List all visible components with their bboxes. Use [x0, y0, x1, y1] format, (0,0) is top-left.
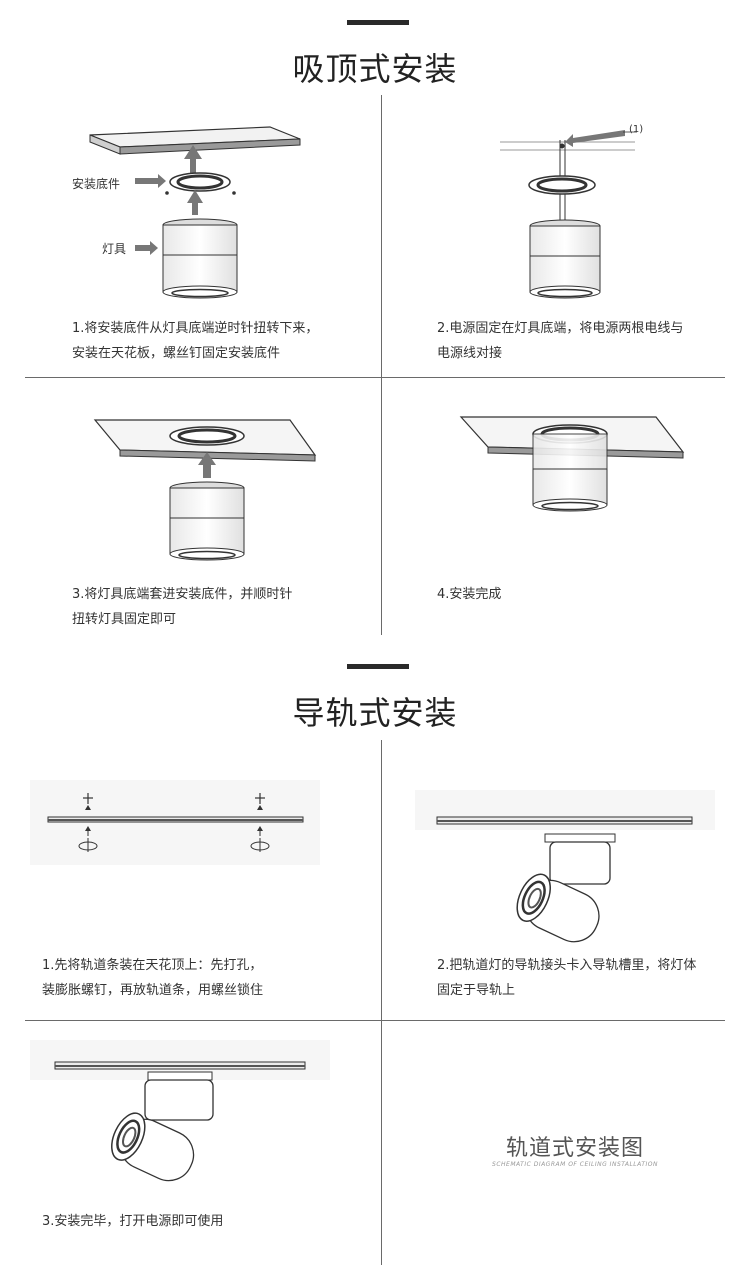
step-caption-line: 2.电源固定在灯具底端，将电源两根电线与: [437, 321, 684, 336]
track-mount-step1-illustration: [30, 780, 320, 865]
step-caption-line: 4.安装完成: [437, 587, 502, 602]
track-mount-step2-illustration: [415, 790, 715, 943]
ceiling-mount-step4-illustration: [459, 416, 685, 512]
step-caption-line: 扭转灯具固定即可: [72, 612, 177, 627]
section-title: 导轨式安装: [292, 694, 458, 732]
grid-divider-horizontal: [25, 1020, 725, 1021]
step-caption-line: 安装在天花板，螺丝钉固定安装底件: [72, 346, 281, 361]
step-caption-line: 固定于导轨上: [437, 983, 516, 998]
grid-divider-horizontal: [25, 377, 725, 378]
diagram-sublabel: SCHEMATIC DIAGRAM OF CEILING INSTALLATIO…: [492, 1161, 658, 1168]
step-caption-line: 3.安装完毕，打开电源即可使用: [42, 1214, 224, 1229]
diagram-label: 轨道式安装图: [505, 1136, 644, 1161]
step-caption-line: 2.把轨道灯的导轨接头卡入导轨槽里，将灯体: [437, 958, 697, 973]
step-caption: 2.把轨道灯的导轨接头卡入导轨槽里，将灯体 固定于导轨上: [437, 953, 696, 1003]
grid-divider-vertical: [381, 95, 382, 635]
section-title: 吸顶式安装: [292, 50, 458, 88]
section-title-bar: [347, 20, 409, 25]
step-caption: 3.将灯具底端套进安装底件，并顺时针 扭转灯具固定即可: [72, 582, 292, 632]
step-caption-line: 1.将安装底件从灯具底端逆时针扭转下来，: [72, 321, 319, 336]
step-caption-line: 3.将灯具底端套进安装底件，并顺时针: [72, 587, 293, 602]
step-caption: 2.电源固定在灯具底端，将电源两根电线与 电源线对接: [437, 316, 683, 366]
callout-label: (1): [629, 124, 644, 135]
lamp-label: 灯具: [102, 242, 127, 256]
step-caption: 3.安装完毕，打开电源即可使用: [42, 1209, 223, 1234]
ceiling-mount-step1-illustration: [89, 126, 301, 299]
base-label: 安装底件: [72, 177, 121, 191]
ceiling-mount-step2-illustration: [500, 130, 637, 299]
step-caption-line: 1.先将轨道条装在天花顶上：先打孔，: [42, 958, 263, 973]
step-caption-line: 装膨胀螺钉，再放轨道条，用螺丝锁住: [42, 983, 264, 998]
section-title-bar: [347, 664, 409, 669]
step-caption: 4.安装完成: [437, 582, 501, 607]
step-caption-line: 电源线对接: [437, 346, 503, 361]
ceiling-mount-step3-illustration: [93, 419, 317, 561]
step-caption: 1.将安装底件从灯具底端逆时针扭转下来， 安装在天花板，螺丝钉固定安装底件: [72, 316, 318, 366]
track-mount-step3-illustration: [30, 1040, 330, 1182]
step-caption: 1.先将轨道条装在天花顶上：先打孔， 装膨胀螺钉，再放轨道条，用螺丝锁住: [42, 953, 263, 1003]
grid-divider-vertical: [381, 740, 382, 1265]
